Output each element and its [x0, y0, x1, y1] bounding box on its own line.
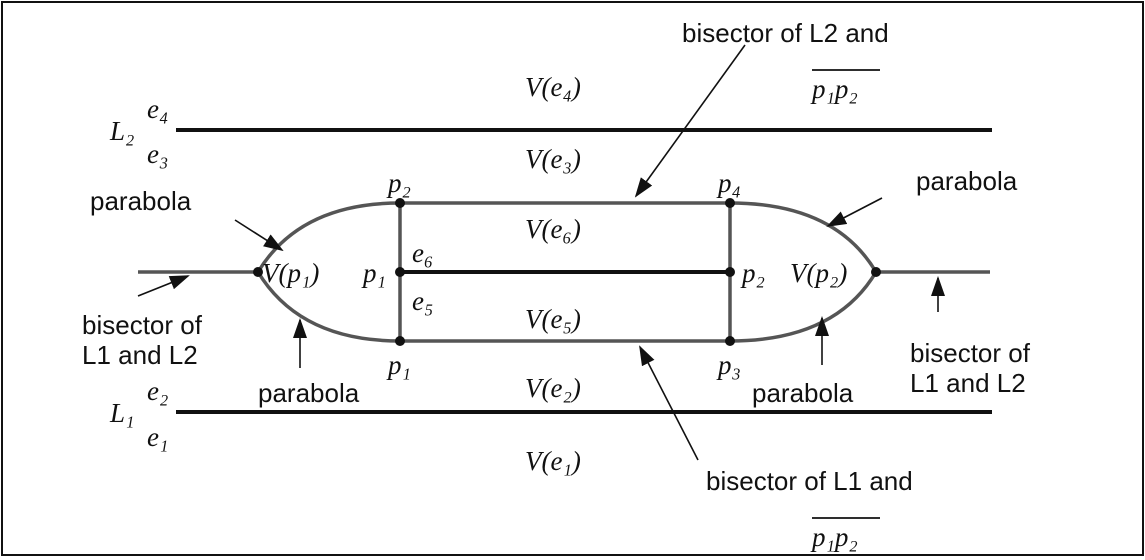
- label-bisector-l1-seg-line1: bisector of L1 and: [706, 466, 913, 496]
- label-e2: e₂: [147, 376, 168, 406]
- label-e4: e₄: [147, 94, 168, 124]
- label-l2: L₂: [109, 116, 134, 146]
- vertex-dot: [395, 336, 405, 346]
- vertex-dot: [871, 267, 881, 277]
- label-parabola-top-right: parabola: [916, 166, 1018, 196]
- label-bisector-l2-seg-line2: p₁p₂: [810, 74, 858, 104]
- label-p1-mid: p₁: [361, 258, 386, 288]
- arrow-bisector-top: [634, 44, 746, 198]
- label-e3: e₃: [147, 139, 168, 169]
- label-bisector-right-line2: L1 and L2: [910, 368, 1026, 398]
- arrow-parabola-top-left: [234, 219, 284, 252]
- parabola-left-top: [256, 201, 401, 273]
- arrow-parabola-top-right: [826, 197, 883, 227]
- label-parabola-bottom-left: parabola: [258, 378, 360, 408]
- vertex-dot: [725, 336, 735, 346]
- label-v-p2: V(p₂): [790, 258, 847, 288]
- arrow-bisector-left: [137, 275, 190, 297]
- vertex-dot: [395, 267, 405, 277]
- label-bisector-l2-seg-line1: bisector of L2 and: [682, 18, 889, 48]
- label-e5: e₅: [412, 286, 433, 316]
- label-p3-bottom: p₃: [716, 350, 741, 380]
- label-parabola-bottom-right: parabola: [752, 378, 854, 408]
- vertex-dot: [725, 267, 735, 277]
- label-v-e5: V(e₅): [525, 304, 581, 334]
- parabola-left-bottom: [256, 271, 401, 343]
- label-v-p1: V(p₁): [262, 258, 319, 288]
- label-bisector-right-line1: bisector of: [910, 338, 1031, 368]
- label-v-e4: V(e₄): [525, 72, 581, 102]
- label-p2-top: p₂: [386, 168, 411, 198]
- label-l1: L₁: [109, 398, 134, 428]
- label-bisector-left-line2: L1 and L2: [82, 340, 198, 370]
- label-v-e2: V(e₂): [525, 373, 581, 403]
- arrow-bisector-bottom: [639, 345, 699, 461]
- label-e6: e₆: [412, 238, 433, 268]
- label-p2-mid: p₂: [740, 258, 765, 288]
- label-e1: e₁: [147, 422, 168, 452]
- label-parabola-top-left: parabola: [90, 186, 192, 216]
- label-bisector-left-line1: bisector of: [82, 310, 203, 340]
- label-p1-bottom: p₁: [386, 350, 411, 380]
- label-v-e6: V(e₆): [525, 214, 581, 244]
- label-p4-top: p₄: [716, 168, 741, 198]
- vertex-dot: [395, 198, 405, 208]
- vertex-dot: [725, 198, 735, 208]
- label-v-e1: V(e₁): [525, 446, 581, 476]
- label-v-e3: V(e₃): [525, 144, 581, 174]
- label-bisector-l1-seg-line2: p₁p₂: [810, 522, 858, 552]
- parabola-right-top: [729, 201, 878, 273]
- vertex-dot: [253, 267, 263, 277]
